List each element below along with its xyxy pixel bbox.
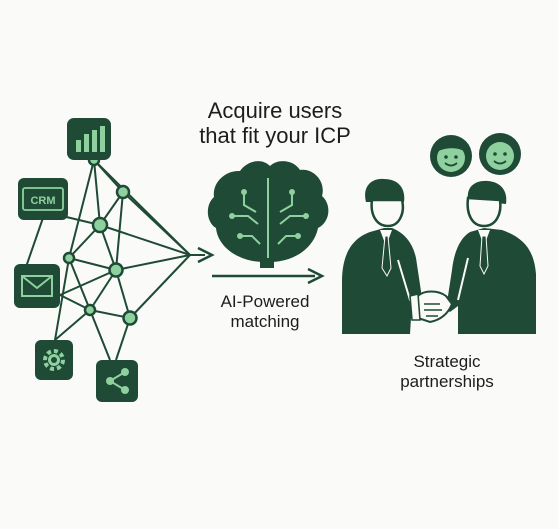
headline-line-1: Acquire users bbox=[207, 98, 343, 123]
network-node bbox=[122, 310, 138, 326]
handshake bbox=[409, 290, 454, 324]
network-lines bbox=[17, 159, 205, 361]
flow-arrow bbox=[212, 267, 325, 285]
partnerships-line-1: Strategic bbox=[413, 352, 481, 371]
ai-label-line-2: matching bbox=[230, 311, 300, 331]
network-node bbox=[83, 303, 97, 317]
bar-chart-icon bbox=[67, 118, 111, 160]
network-node bbox=[62, 251, 76, 265]
share-icon bbox=[96, 360, 138, 402]
businessman-right bbox=[440, 180, 536, 334]
network-arrow-head bbox=[197, 246, 215, 264]
happy-face-icon bbox=[430, 135, 472, 177]
ai-label-line-1: AI-Powered bbox=[220, 292, 310, 311]
headline-line-2: that fit your ICP bbox=[199, 123, 351, 149]
ai-matching-label: AI-Powered matching bbox=[190, 292, 340, 331]
headline: Acquire users that fit your ICP bbox=[150, 98, 400, 149]
network-node bbox=[91, 216, 109, 234]
network-nodes bbox=[62, 153, 138, 326]
gear-icon bbox=[35, 340, 73, 380]
businessman-left bbox=[342, 178, 429, 334]
smile-face-icon bbox=[479, 133, 521, 175]
brain-icon bbox=[207, 161, 329, 268]
network-node bbox=[108, 262, 124, 278]
crm-icon: CRM bbox=[18, 178, 68, 220]
mail-icon bbox=[14, 264, 60, 308]
crm-label: CRM bbox=[30, 195, 55, 207]
network-node bbox=[115, 184, 131, 200]
partnerships-line-2: partnerships bbox=[400, 371, 494, 391]
partnerships-label: Strategic partnerships bbox=[372, 352, 522, 391]
